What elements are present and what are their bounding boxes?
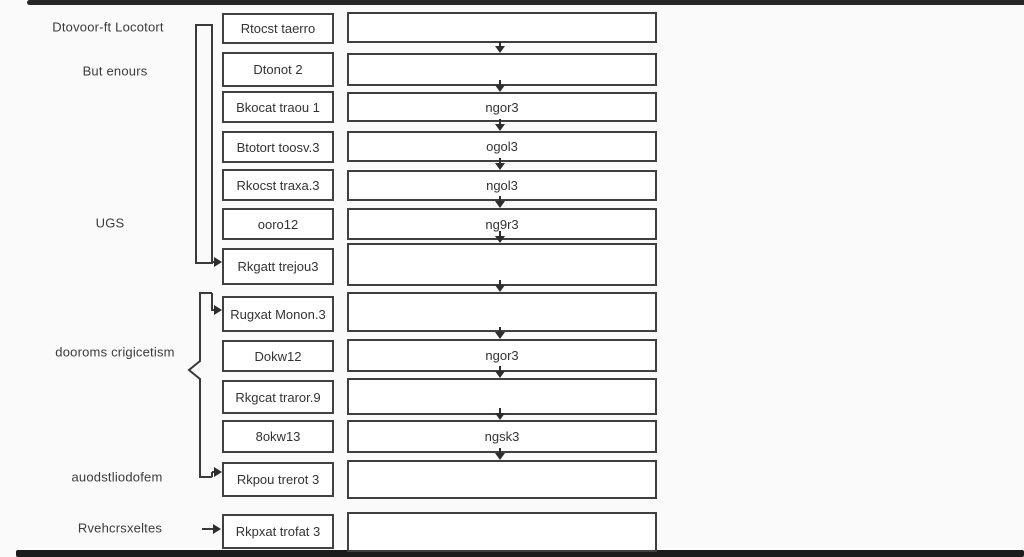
stage-box — [347, 378, 657, 415]
bottom-border-bar — [16, 550, 1024, 557]
process-box: Dokw12 — [222, 340, 334, 372]
down-arrow-icon — [495, 80, 505, 92]
stage-box: ng9r3 — [347, 208, 657, 240]
down-arrow-icon — [495, 41, 505, 53]
left-label: dooroms crigicetism — [55, 344, 175, 360]
stage-box: ngor3 — [347, 339, 657, 372]
process-box: 8okw13 — [222, 420, 334, 453]
left-label: But enours — [82, 63, 148, 79]
down-arrow-icon — [495, 119, 505, 131]
stage-box: ngor3 — [347, 92, 657, 122]
down-arrow-icon — [495, 366, 505, 378]
process-box: Rkpou trerot 3 — [222, 462, 334, 497]
process-box: Rtocst taerro — [222, 13, 334, 44]
left-label: auodstliodofem — [71, 469, 163, 485]
down-arrow-icon — [495, 158, 505, 170]
left-label: Rvehcrsxeltes — [77, 520, 163, 536]
process-box: Rkocst traxa.3 — [222, 169, 334, 201]
stage-box — [347, 460, 657, 499]
arrowhead-icon — [213, 524, 221, 534]
down-arrow-icon — [495, 448, 505, 460]
stage-box — [347, 292, 657, 332]
stage-box: ogol3 — [347, 131, 657, 162]
stage-box — [347, 512, 657, 552]
process-box: Rkgcat traror.9 — [222, 380, 334, 414]
process-box: Btotort toosv.3 — [222, 131, 334, 163]
down-arrow-icon — [495, 327, 505, 339]
down-arrow-icon — [495, 231, 505, 243]
process-box: Rkpxat trofat 3 — [222, 514, 334, 549]
arrowhead-icon — [214, 257, 222, 267]
down-arrow-icon — [495, 408, 505, 420]
stage-box — [347, 12, 657, 43]
group-bracket — [195, 24, 213, 264]
top-border-bar — [27, 0, 1024, 5]
process-box: Dtonot 2 — [222, 52, 334, 87]
arrowhead-icon — [214, 305, 222, 315]
stage-box — [347, 53, 657, 86]
arrowhead-icon — [214, 467, 222, 477]
left-label: Dtovoor-ft Locotort — [52, 19, 164, 35]
stage-box: ngsk3 — [347, 420, 657, 453]
process-box: ooro12 — [222, 208, 334, 240]
process-box: Rkgatt trejou3 — [222, 248, 334, 285]
stage-box — [347, 243, 657, 286]
process-box: Rugxat Monon.3 — [222, 296, 334, 332]
left-label: UGS — [95, 215, 125, 231]
process-box: Bkocat traou 1 — [222, 91, 334, 123]
stage-box: ngol3 — [347, 170, 657, 201]
down-arrow-icon — [495, 196, 505, 208]
curly-brace — [187, 292, 216, 478]
down-arrow-icon — [495, 280, 505, 292]
